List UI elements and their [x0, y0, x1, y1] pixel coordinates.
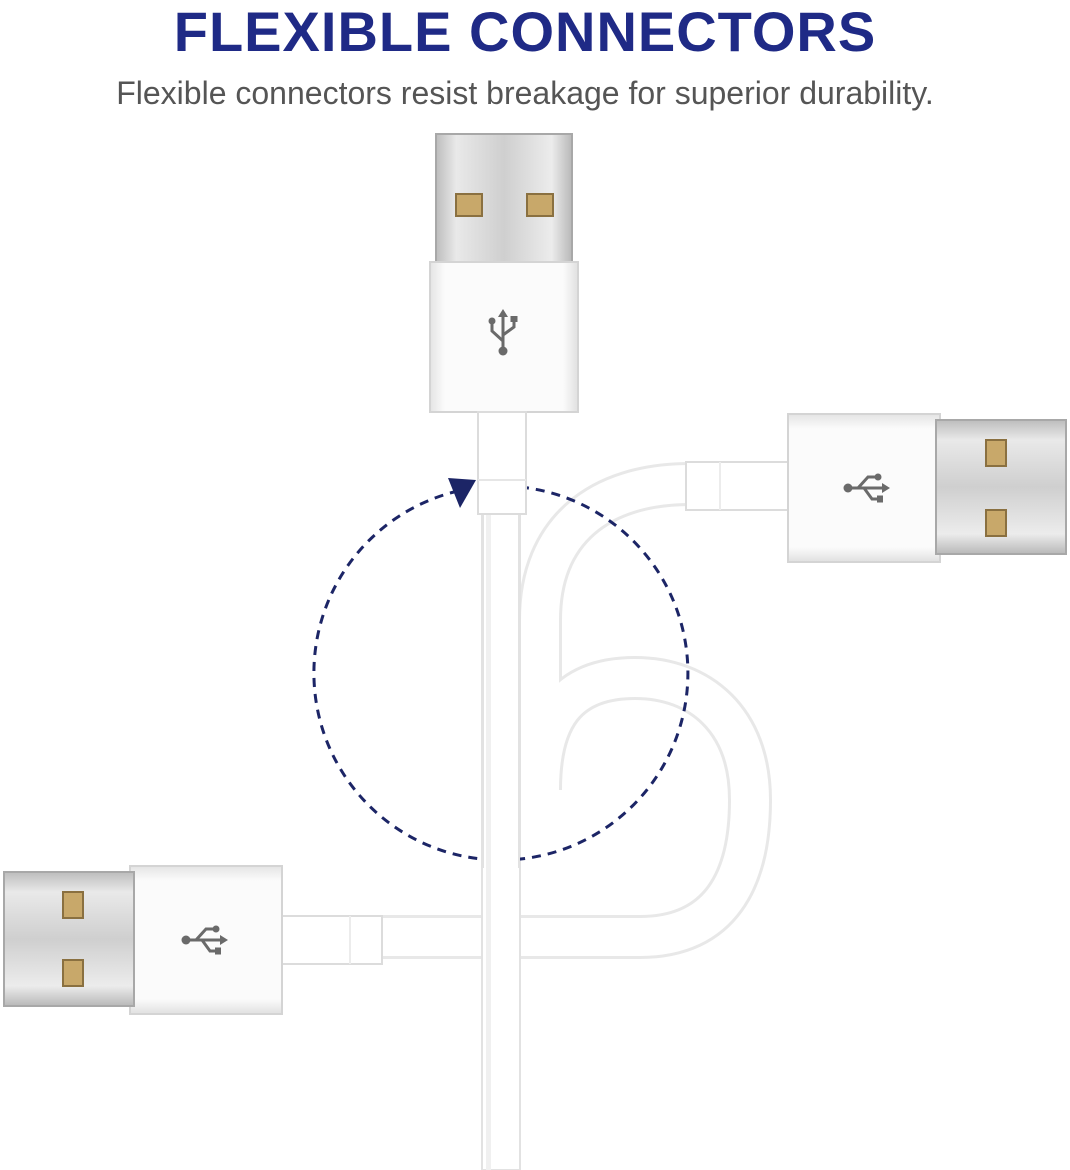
- rotation-arrow: [312, 478, 690, 862]
- right-usb-connector: [685, 413, 1067, 563]
- top-usb-connector: [429, 133, 579, 515]
- page-subtitle: Flexible connectors resist breakage for …: [116, 75, 934, 111]
- left-usb-connector: [3, 865, 383, 1015]
- loop-cable: [361, 465, 770, 956]
- page-title: FLEXIBLE CONNECTORS: [173, 0, 877, 63]
